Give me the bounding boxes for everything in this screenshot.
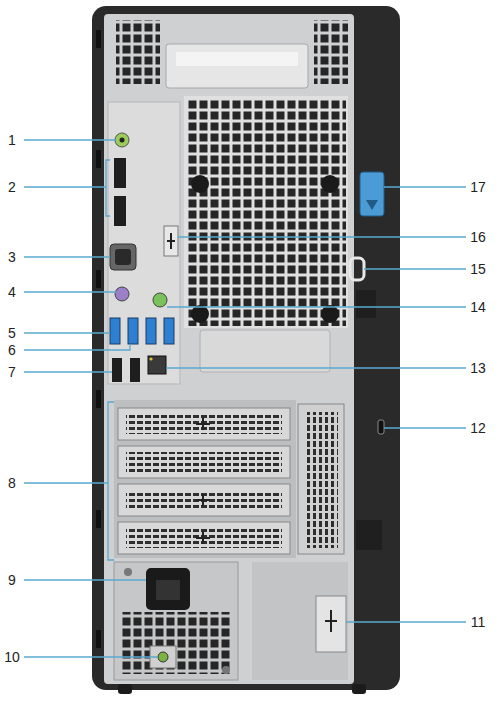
callout-number: 14 (466, 299, 490, 315)
handle-grip (176, 52, 298, 66)
power-socket (146, 568, 190, 610)
leader-line (24, 332, 110, 333)
leader-line (24, 371, 112, 372)
groove (96, 270, 101, 288)
callout-number: 13 (466, 360, 490, 376)
leader-lines (24, 140, 466, 657)
leader-line (24, 256, 110, 257)
chassis (92, 6, 400, 690)
leader-line (167, 306, 466, 307)
leader-line (346, 621, 466, 622)
leader-line (384, 427, 466, 428)
leader-line (24, 402, 114, 560)
handle (166, 44, 308, 88)
callout-number: 17 (466, 179, 490, 195)
usb3-port (146, 318, 156, 344)
callout-number: 9 (0, 572, 24, 588)
audio-jack (115, 133, 129, 147)
side-hinge (356, 290, 376, 318)
callout-number: 15 (466, 261, 490, 277)
leader-line (24, 291, 116, 292)
foot (118, 684, 132, 694)
callout-number: 5 (0, 325, 24, 341)
fan-mount (191, 305, 209, 323)
groove (96, 630, 101, 648)
fan-mount (321, 305, 339, 323)
callout-number: 1 (0, 132, 24, 148)
foot (352, 684, 366, 694)
top-vent (116, 20, 160, 84)
rj45-port (148, 356, 166, 374)
callout-number: 11 (466, 614, 490, 630)
audio-jack-hole (120, 138, 125, 143)
plus-symbol (196, 418, 210, 544)
option-cover (316, 596, 346, 652)
callout-number: 6 (0, 342, 24, 358)
io-plate (108, 102, 180, 384)
groove (96, 30, 101, 48)
ps2-mouse (153, 293, 167, 307)
callout-number: 3 (0, 249, 24, 265)
plus-symbol (167, 233, 175, 249)
padlock-ring (350, 258, 364, 280)
screw (124, 568, 132, 576)
leader-line (364, 268, 466, 269)
groove (96, 390, 101, 408)
leader-line (24, 139, 116, 140)
callout-number: 2 (0, 179, 24, 195)
socket-inner (156, 580, 180, 600)
fan-area (184, 96, 348, 328)
serial-port-inner (115, 249, 131, 265)
groove (96, 510, 101, 528)
rj45-led (149, 357, 152, 360)
groove (96, 150, 101, 168)
fan-mount (321, 175, 339, 193)
usb3-port (128, 318, 138, 344)
lower-panel (252, 562, 348, 680)
security-slot (378, 420, 384, 434)
displayport (114, 158, 126, 188)
ps2-keyboard (115, 287, 129, 301)
displayport (114, 196, 126, 226)
callout-number: 10 (0, 649, 24, 665)
slot-cover (118, 446, 290, 478)
serial-port (110, 244, 136, 270)
release-latch (360, 172, 384, 216)
leader-line (24, 344, 130, 350)
leader-line (24, 160, 110, 216)
callout-number: 12 (466, 420, 490, 436)
usb2-port (130, 358, 140, 382)
usb2-port (112, 358, 122, 382)
screw (222, 666, 230, 674)
vertical-slot (298, 404, 344, 554)
psu-vent (122, 612, 230, 674)
leader-line (166, 367, 466, 368)
usb3-port (110, 318, 120, 344)
slot-vent (126, 452, 282, 472)
leader-line (178, 236, 466, 237)
fan-vent (186, 98, 346, 326)
callout-number: 7 (0, 364, 24, 380)
top-vent (314, 20, 348, 84)
leader-line (24, 656, 158, 657)
plus-symbol (325, 610, 337, 632)
expansion-area (114, 400, 296, 558)
callout-number: 8 (0, 475, 24, 491)
side-hinge (356, 520, 382, 550)
option-slot (164, 226, 178, 256)
usb3-port (164, 318, 174, 344)
leader-line (24, 579, 146, 580)
latch-arrow (366, 200, 378, 210)
fan-mount (191, 175, 209, 193)
rear-panel (104, 14, 354, 684)
vertical-vent (304, 412, 338, 548)
psu-led (158, 652, 168, 662)
callout-number: 4 (0, 284, 24, 300)
leader-line (384, 186, 466, 187)
cover-plate (200, 330, 330, 372)
callout-number: 16 (466, 229, 490, 245)
